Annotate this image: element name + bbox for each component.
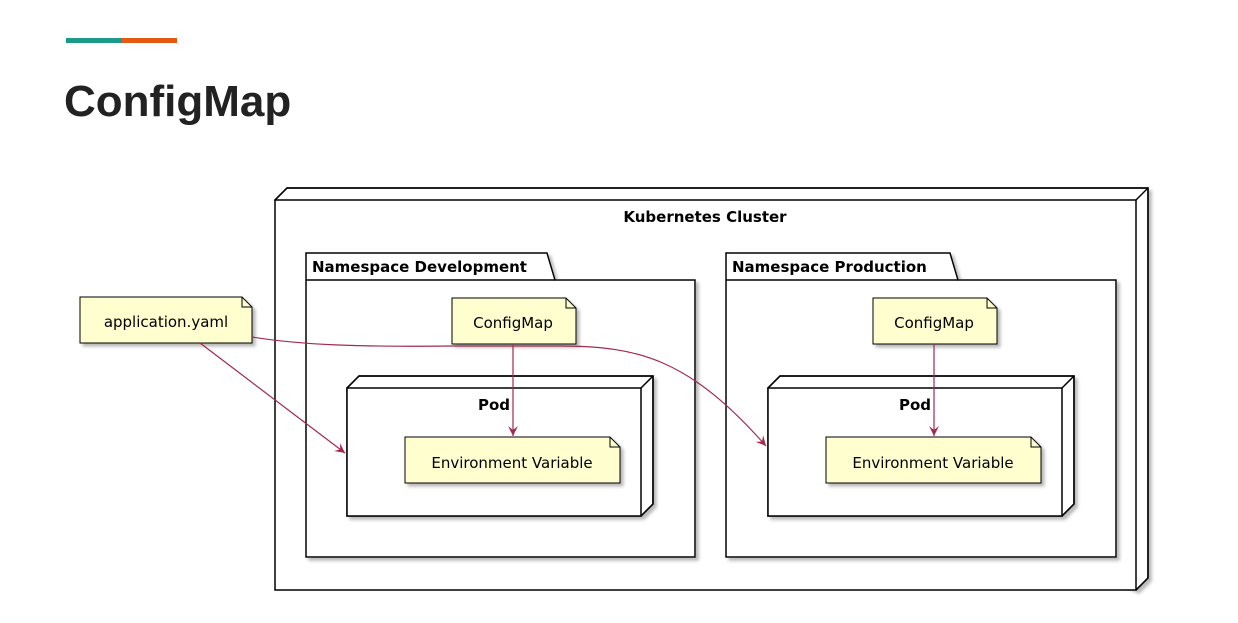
arrow-yaml-to-dev-pod: [199, 342, 346, 454]
configmap-label-development: ConfigMap: [473, 314, 553, 332]
env-variable-label-development: Environment Variable: [431, 454, 592, 472]
cluster-label: Kubernetes Cluster: [623, 208, 787, 226]
accent-bar-teal: [66, 38, 122, 43]
arrow-yaml-to-prod-pod: [251, 336, 767, 447]
env-variable-note-development: Environment Variable: [404, 436, 621, 484]
configmap-label-production: ConfigMap: [894, 314, 974, 332]
namespace-production-label: Namespace Production: [732, 258, 927, 276]
env-variable-note-production: Environment Variable: [825, 436, 1042, 484]
application-yaml-label: application.yaml: [104, 313, 228, 331]
pod-label-development: Pod: [478, 396, 510, 414]
application-yaml-note: application.yaml: [79, 296, 253, 344]
env-variable-label-production: Environment Variable: [852, 454, 1013, 472]
namespace-development-label: Namespace Development: [312, 258, 527, 276]
configmap-note-development: ConfigMap: [451, 297, 577, 345]
slide-title: ConfigMap: [64, 77, 292, 126]
configmap-note-production: ConfigMap: [872, 297, 998, 345]
pod-label-production: Pod: [899, 396, 931, 414]
accent-bar-orange: [122, 38, 177, 43]
